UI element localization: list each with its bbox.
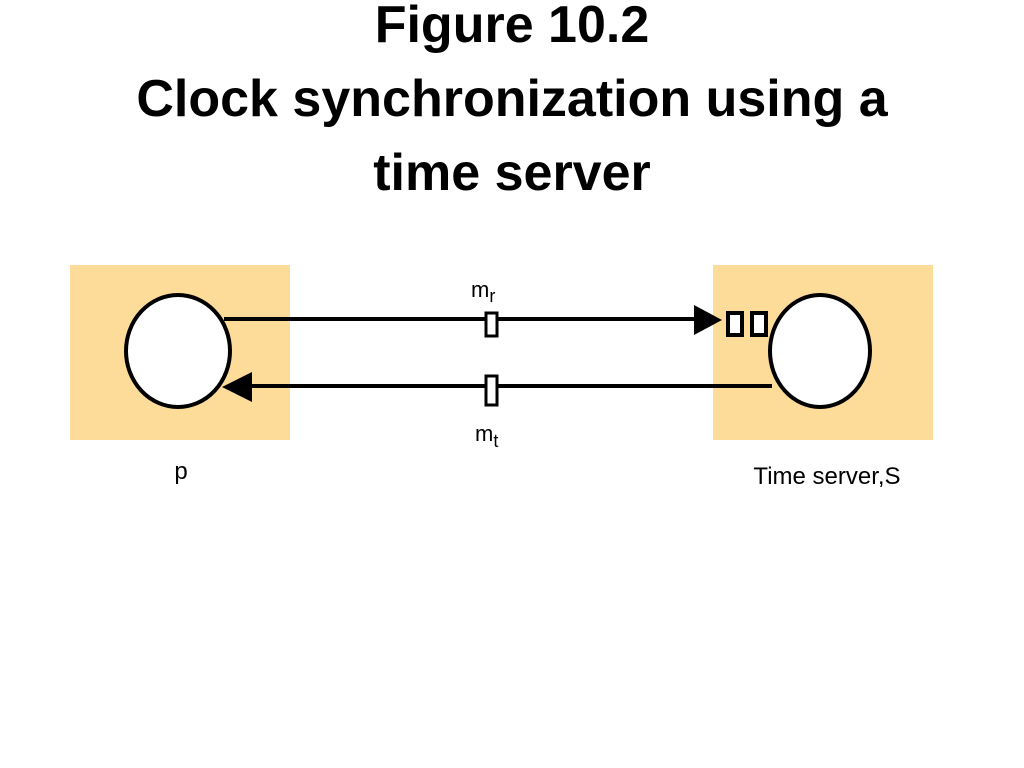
server-circle	[768, 293, 872, 409]
title-line-2: Clock synchronization using a	[136, 70, 888, 128]
reply-arrow	[222, 372, 772, 402]
queue-slot	[726, 311, 744, 337]
queue-slot	[750, 311, 768, 337]
process-label: p	[174, 458, 187, 485]
request-message-label: mr	[471, 277, 495, 306]
request-message-marker	[484, 311, 499, 338]
reply-message-label: mt	[475, 421, 498, 451]
title-line-1: Figure 10.2	[374, 0, 650, 54]
reply-message-marker	[484, 374, 499, 407]
request-arrow	[224, 305, 722, 335]
slide-title: Figure 10.2 Clock synchronization using …	[0, 0, 1024, 210]
server-queue	[726, 311, 768, 337]
process-circle	[124, 293, 232, 409]
title-line-3: time server	[373, 144, 651, 202]
server-label: Time server,S	[753, 463, 900, 490]
